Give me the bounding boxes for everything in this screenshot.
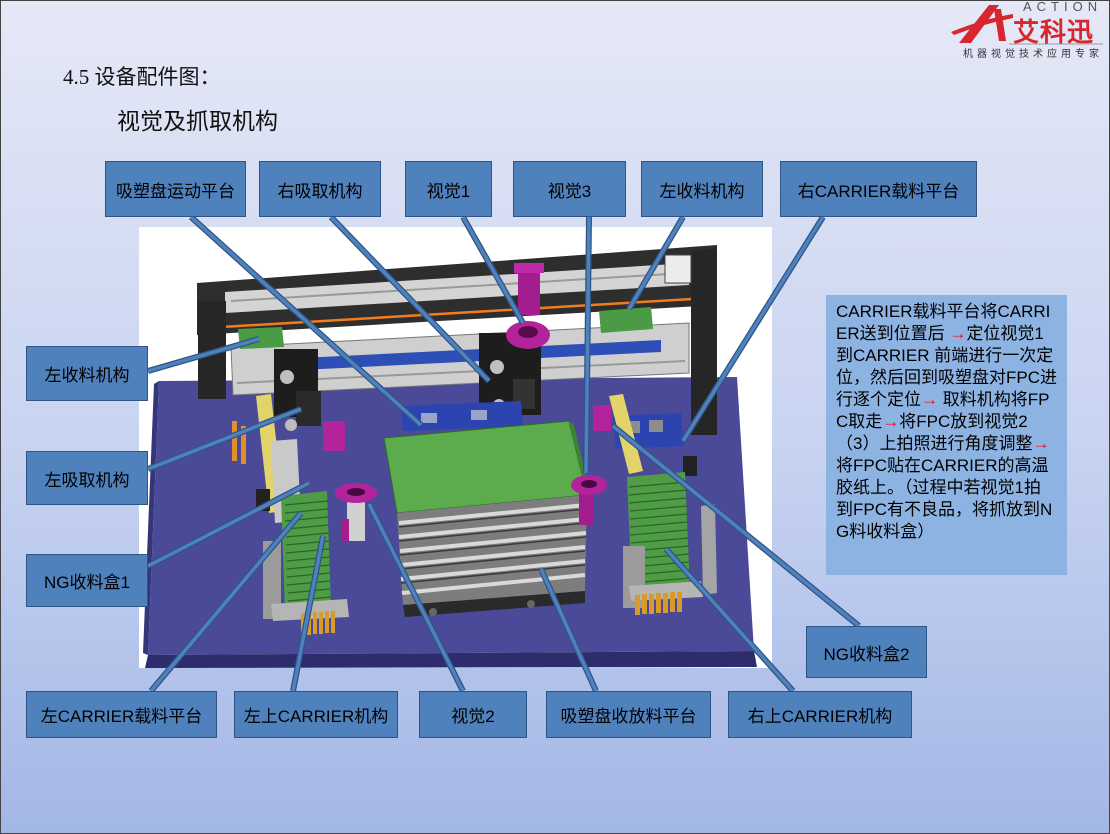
leader-line-tray-motion-platform — [188, 214, 424, 428]
flow-arrow: → — [882, 412, 900, 431]
description-text: 定位视觉1到CARRIER 前端进行一次定位，然后回到吸塑盘对FPC进行逐个定位 — [836, 324, 1057, 409]
leader-lines — [146, 214, 861, 693]
callout-left-carrier-loading-platform: 左CARRIER载料平台 — [26, 691, 217, 738]
slide-subtitle: 视觉及抓取机构 — [117, 109, 278, 134]
callout-ng-bin-2: NG收料盒2 — [806, 626, 927, 678]
leader-line-top-left-receiving-mechanism — [626, 215, 686, 311]
logo-brand-name: 艾科迅 — [1013, 18, 1095, 48]
magenta-blocks — [323, 405, 611, 451]
logo-wordmark: ACTION — [1023, 0, 1103, 14]
leader-line-tray-load-unload-platform — [538, 567, 599, 693]
camera-vision-1 — [506, 263, 550, 349]
leader-line-vision-2 — [366, 502, 466, 693]
callout-right-pickup-mechanism: 右吸取机构 — [259, 161, 381, 217]
tray-stack — [383, 420, 591, 617]
flow-arrow: → — [921, 390, 938, 409]
flow-arrow: → — [1032, 434, 1050, 453]
leader-line-ng-bin-1 — [146, 480, 311, 569]
camera-ring-vision-2 — [335, 483, 377, 541]
callout-vision-3: 视觉3 — [513, 161, 626, 217]
callout-tray-load-unload-platform: 吸塑盘收放料平台 — [546, 691, 711, 738]
section-title: 4.5 设备配件图： — [63, 65, 221, 89]
callout-right-carrier-loading-platform: 右CARRIER载料平台 — [780, 161, 977, 217]
callout-left-receiving-mechanism: 左收料机构 — [26, 346, 148, 401]
description-text: 将FPC放到视觉2（3）上拍照进行角度调整 — [836, 412, 1033, 453]
description-text: 取料机构将FPC取走 — [836, 390, 1050, 431]
machine-render — [139, 227, 772, 668]
leader-line-right-carrier-loading-platform — [680, 215, 826, 443]
callout-left-upper-carrier-mechanism: 左上CARRIER机构 — [234, 691, 398, 738]
callout-left-pickup-mechanism: 左吸取机构 — [26, 451, 148, 505]
callout-vision-1: 视觉1 — [405, 161, 492, 217]
callout-tray-motion-platform: 吸塑盘运动平台 — [105, 161, 246, 217]
callout-top-left-receiving-mechanism: 左收料机构 — [641, 161, 763, 217]
red-a-swoosh-logo-icon — [951, 5, 1103, 45]
leader-line-left-receiving-mechanism — [147, 336, 260, 374]
leader-line-vision-1 — [460, 215, 526, 325]
leader-line-left-upper-carrier-mechanism — [290, 535, 326, 692]
camera-ring-vision-3 — [571, 475, 607, 525]
left-pickup-head — [274, 349, 321, 431]
callout-ng-bin-1: NG收料盒1 — [26, 554, 148, 607]
description-text: CARRIER载料平台将CARRIER送到位置后 — [836, 302, 1051, 343]
description-text: 将FPC贴在CARRIER的高温胶纸上。（过程中若视觉1拍到FPC有不良品，将抓… — [836, 456, 1053, 541]
logo-tagline: 机器视觉技术应用专家 — [963, 49, 1103, 60]
callout-vision-2: 视觉2 — [419, 691, 527, 738]
leader-line-vision-3 — [583, 216, 592, 474]
tray-motion-platform — [401, 401, 523, 431]
leader-line-left-pickup-mechanism — [146, 406, 303, 472]
ng-bin-2-box — [683, 456, 697, 476]
process-description-box: CARRIER载料平台将CARRIER送到位置后 →定位视觉1到CARRIER … — [826, 295, 1067, 575]
leader-line-ng-bin-2 — [611, 423, 861, 629]
leader-line-right-upper-carrier-mechanism — [663, 547, 796, 693]
flow-arrow: → — [949, 324, 967, 343]
leader-line-right-pickup-mechanism — [328, 214, 492, 384]
callout-right-upper-carrier-mechanism: 右上CARRIER机构 — [728, 691, 912, 738]
leader-line-left-carrier-loading-platform — [148, 511, 304, 693]
